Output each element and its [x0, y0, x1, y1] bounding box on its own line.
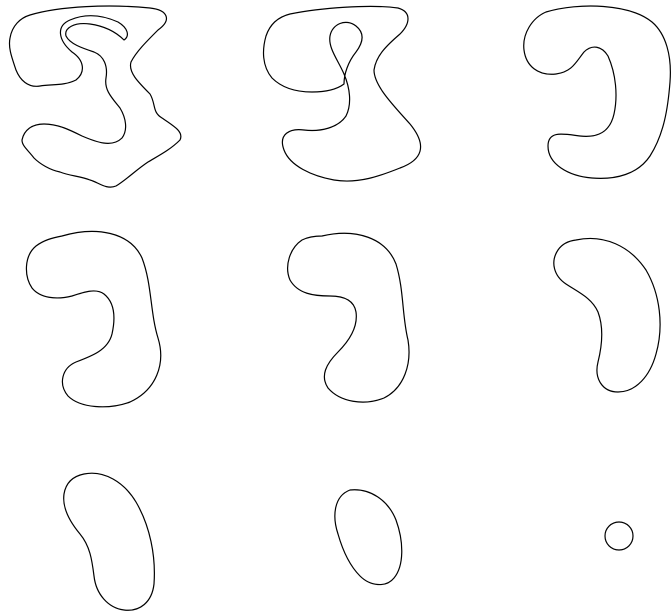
curve-5 [288, 233, 409, 402]
panel-1 [9, 6, 180, 187]
panel-3 [524, 6, 671, 178]
panel-5 [288, 233, 409, 402]
curve-3 [524, 6, 671, 178]
curve-2 [264, 6, 421, 181]
panel-2 [264, 6, 421, 181]
curve-7 [64, 473, 155, 610]
panel-7 [64, 473, 155, 610]
panel-8 [335, 490, 402, 585]
curve-6 [554, 238, 660, 392]
curve-9 [605, 522, 633, 550]
curve-1 [9, 6, 180, 187]
panel-9 [605, 522, 633, 550]
curve-4 [26, 231, 160, 406]
panel-4 [26, 231, 160, 406]
curve-8 [335, 490, 402, 585]
panel-6 [554, 238, 660, 392]
